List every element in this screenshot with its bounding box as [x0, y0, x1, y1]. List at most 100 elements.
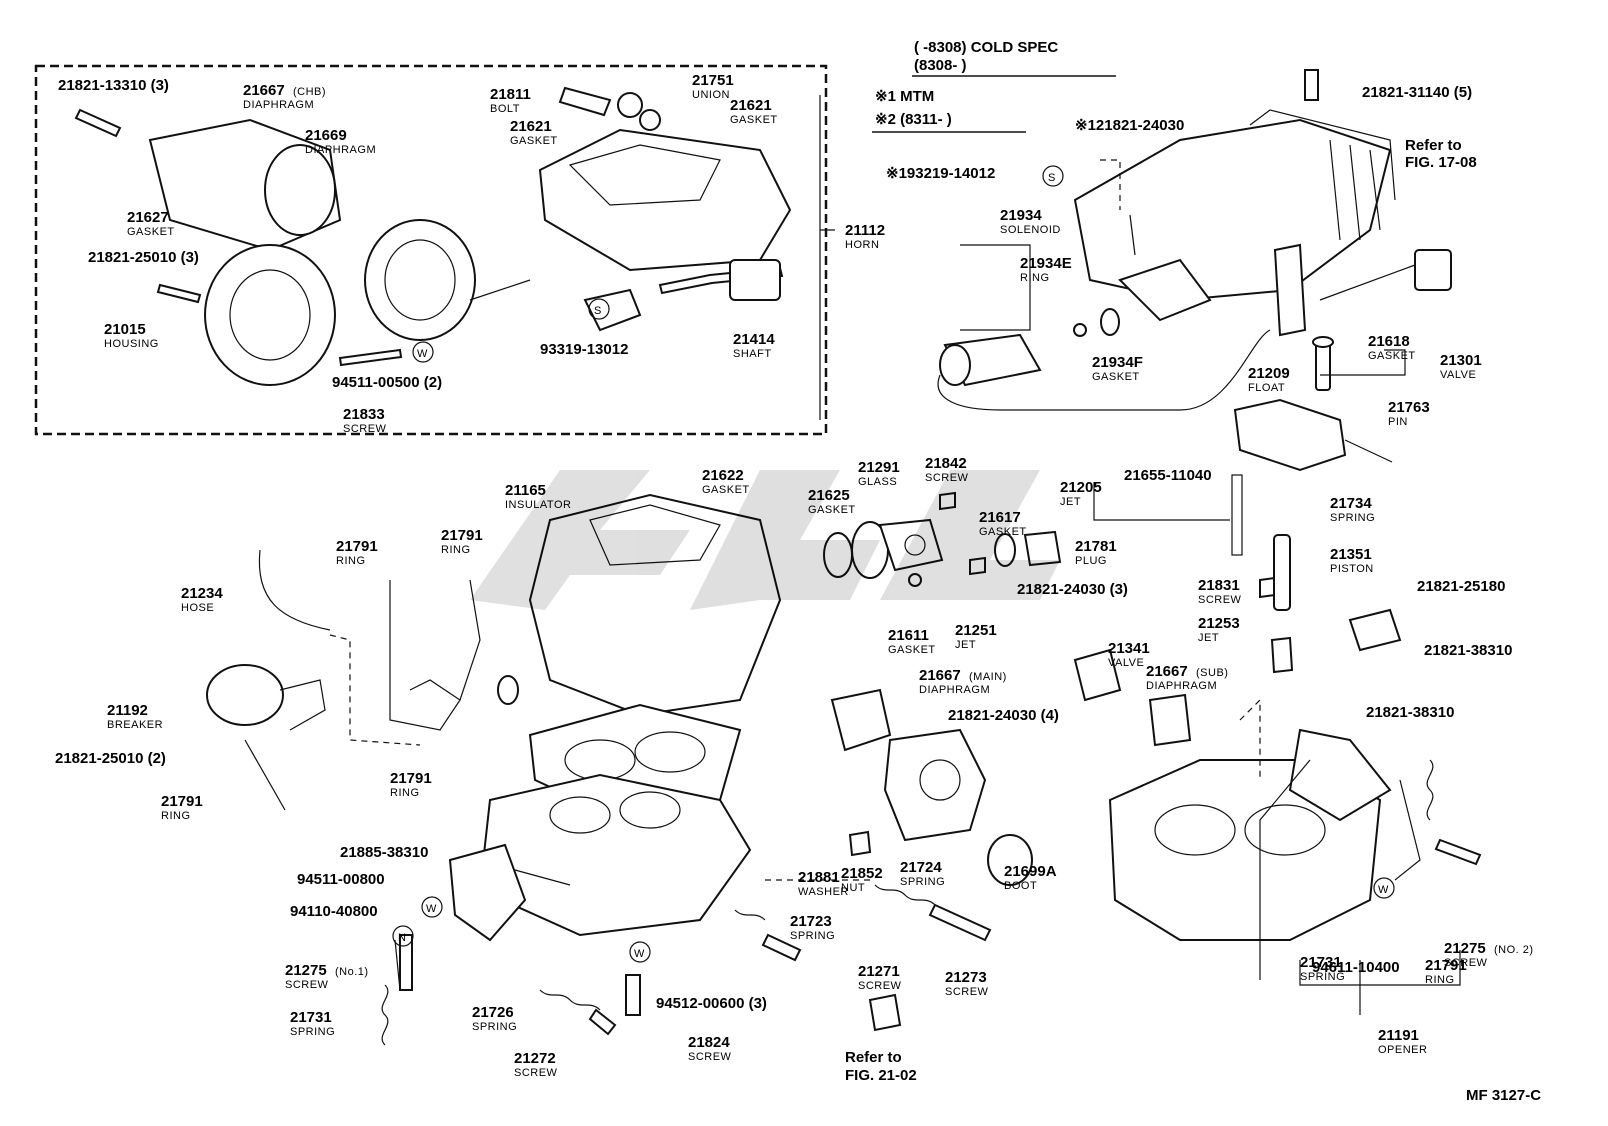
part-label[interactable]: ※121821-24030	[1075, 117, 1184, 134]
part-label[interactable]: 21821-24030 (4)	[948, 707, 1059, 724]
part-label[interactable]: 21655-11040	[1124, 467, 1212, 484]
part-label[interactable]: 21667(SUB)DIAPHRAGM	[1146, 663, 1228, 692]
part-number: 21821-24030 (4)	[948, 707, 1059, 724]
part-label[interactable]: 21275(No.1)SCREW	[285, 962, 369, 991]
ref-fig-17-08-line1[interactable]: Refer to	[1405, 137, 1462, 154]
spec-header: ( -8308) COLD SPEC (8308- ) ※1 MTM ※2 (8…	[872, 39, 1116, 133]
sight-glass-group	[823, 491, 1062, 587]
part-label[interactable]: 21821-13310 (3)	[58, 77, 169, 94]
part-number: 21611	[888, 627, 929, 644]
part-name: GASKET	[1092, 371, 1140, 383]
part-label[interactable]: 21821-25010 (3)	[88, 249, 199, 266]
part-number: 21791	[161, 793, 203, 810]
part-label[interactable]: 94611-10400	[1312, 959, 1400, 976]
part-label[interactable]: 21275(NO. 2)SCREW	[1444, 940, 1534, 969]
throttle-linkage-group	[381, 843, 992, 1046]
part-number: 21821-25010 (3)	[88, 249, 199, 266]
part-number: ※193219-14012	[886, 165, 995, 182]
part-label[interactable]: ※193219-14012	[886, 165, 995, 182]
part-name: SCREW	[858, 980, 902, 992]
part-number: 21341	[1108, 640, 1150, 657]
part-label[interactable]: 94511-00500 (2)	[332, 374, 442, 391]
part-label[interactable]: 94511-00800	[297, 871, 385, 888]
part-name: SCREW	[514, 1067, 558, 1079]
ref-fig-17-08-line2[interactable]: FIG. 17-08	[1405, 154, 1477, 171]
lower-right-body	[1073, 474, 1402, 941]
part-number: 21165	[505, 482, 546, 499]
part-name: GLASS	[858, 476, 897, 488]
part-name: SPRING	[1300, 971, 1345, 983]
part-label[interactable]: 21885-38310	[340, 844, 428, 861]
part-label[interactable]: 21821-24030 (3)	[1017, 581, 1128, 598]
part-number: 21724	[900, 859, 942, 876]
part-number: 21934E	[1020, 255, 1072, 272]
ref-fig-21-02-line2[interactable]: FIG. 21-02	[845, 1067, 917, 1084]
part-number: 21191	[1378, 1027, 1419, 1044]
ref-fig-21-02-line1[interactable]: Refer to	[845, 1049, 902, 1066]
part-label[interactable]: 94110-40800	[290, 903, 378, 920]
part-label[interactable]: 21667(CHB)DIAPHRAGM	[243, 82, 326, 111]
part-name: BREAKER	[107, 719, 163, 731]
part-label[interactable]: 93319-13012	[540, 341, 628, 358]
part-label[interactable]: 94512-00600 (3)	[656, 995, 767, 1012]
part-label[interactable]: 21821-38310	[1366, 704, 1454, 721]
part-label[interactable]: 21667(MAIN)DIAPHRAGM	[919, 667, 1007, 696]
part-label[interactable]: 21821-38310	[1424, 642, 1512, 659]
part-label[interactable]: 21821-31140 (5)	[1362, 84, 1472, 101]
part-label[interactable]: 21821-25180	[1417, 578, 1505, 595]
part-label[interactable]: 21821-25010 (2)	[55, 750, 166, 767]
